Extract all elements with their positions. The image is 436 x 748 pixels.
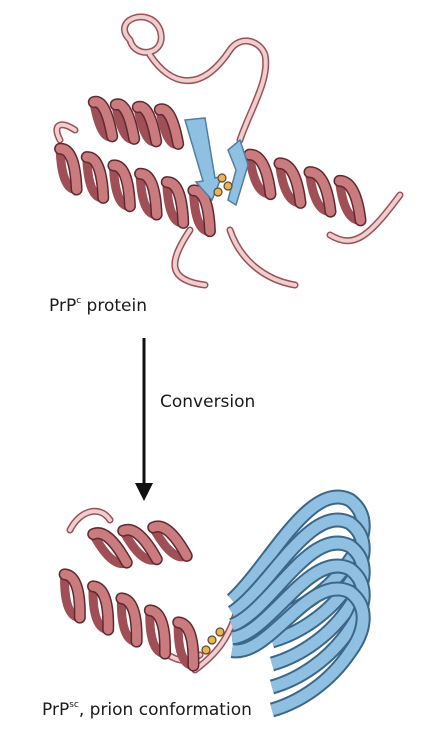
helix-front-segment <box>135 169 162 220</box>
helix-front-segment <box>88 581 113 635</box>
helix-front-segment <box>60 569 85 623</box>
helix-front-segment <box>304 167 336 217</box>
helix-front-segment <box>118 525 162 564</box>
helix-front-segment <box>88 528 132 568</box>
prpc-helix-3 <box>243 148 367 227</box>
helix-front-segment <box>274 158 306 208</box>
helix-front-segment <box>162 177 188 228</box>
helix-front-segment <box>108 160 135 211</box>
helix-front-segment <box>133 102 161 146</box>
prpc-structure <box>53 13 404 289</box>
helix-front-segment <box>188 185 215 236</box>
helix-front-segment <box>155 104 183 149</box>
helix-front-segment <box>89 97 117 141</box>
helix-front-segment <box>173 617 198 671</box>
beta-strand <box>230 560 369 693</box>
helix-front-segment <box>55 144 82 195</box>
helix-front-segment <box>82 152 108 203</box>
prpc-label: PrPc protein <box>49 296 147 316</box>
helix-front-segment <box>244 150 276 199</box>
prpsc-beta-sheet-stack <box>226 489 371 718</box>
helix-front-segment <box>145 605 170 659</box>
beta-strand <box>228 514 369 647</box>
prpc-disulfide-bond <box>213 173 233 197</box>
helix-front-segment <box>116 593 142 647</box>
conversion-label: Conversion <box>160 392 256 412</box>
prpc-coil <box>54 14 402 287</box>
beta-strand <box>229 537 369 670</box>
prpc-helix-2 <box>54 142 216 238</box>
prpsc-helix-2 <box>58 568 200 672</box>
prpsc-label: PrPsc, prion conformation <box>42 700 252 720</box>
helix-front-segment <box>148 521 192 561</box>
prpc-helix-1 <box>87 95 185 150</box>
beta-strand <box>231 583 369 716</box>
helix-front-segment <box>111 99 139 144</box>
helix-front-segment <box>334 176 366 225</box>
prpsc-structure <box>58 489 371 718</box>
prpsc-helix-1 <box>87 520 193 569</box>
prpc-beta-strand-2 <box>227 138 249 207</box>
prpsc-disulfide-bond <box>201 627 225 655</box>
